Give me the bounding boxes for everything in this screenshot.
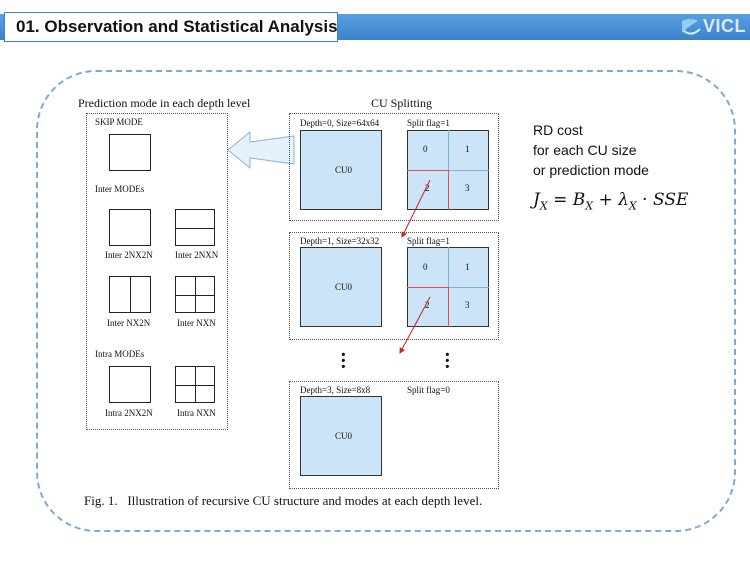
quad-3: 3 (465, 300, 470, 310)
vicl-logo-icon (682, 19, 701, 35)
depth0-cu-block (300, 130, 382, 210)
inter-2nxn-block (175, 209, 215, 246)
formula-j: J (533, 190, 540, 210)
inter-2nx2n-block (109, 209, 151, 246)
formula-sse: SSE (652, 190, 689, 210)
rd-cost-line-2: for each CU size (533, 142, 637, 158)
formula-b: B (572, 190, 586, 210)
quad-highlight (448, 287, 449, 327)
intra-nxn-block (175, 366, 215, 403)
formula-lambda: λ (618, 190, 629, 210)
rd-cost-formula: JX = BX + λX · SSE (533, 190, 689, 213)
formula-j-sub: X (539, 199, 548, 213)
inter-modes-label: Inter MODEs (95, 184, 145, 194)
quad-1: 1 (465, 262, 470, 272)
depth0-cu-label: CU0 (335, 165, 353, 175)
rd-cost-line-3: or prediction mode (533, 162, 649, 178)
quad-divider (448, 130, 449, 170)
intra-2nx2n-label: Intra 2NX2N (105, 408, 153, 418)
depth3-label: Depth=3, Size=8x8 (300, 385, 371, 395)
quad-highlight (448, 170, 449, 210)
depth0-box (289, 113, 499, 221)
split-line (195, 277, 196, 312)
inter-2nxn-label: Inter 2NXN (175, 250, 219, 260)
quad-3: 3 (465, 183, 470, 193)
split-arrows-icon (399, 179, 431, 354)
figure-outline (36, 70, 736, 532)
quad-divider (448, 287, 489, 288)
quad-2: 2 (425, 183, 430, 193)
skip-mode-block (109, 134, 151, 171)
depth1-split-label: Split flag=1 (407, 236, 450, 246)
skip-mode-label: SKIP MODE (95, 117, 143, 127)
inter-nx2n-label: Inter NX2N (107, 318, 151, 328)
depth1-box (289, 232, 499, 340)
logo-text: VICL (703, 16, 747, 36)
cu-splitting-title: CU Splitting (371, 96, 433, 110)
depth3-box (289, 381, 499, 489)
inter-nxn-block (175, 276, 215, 313)
figure-caption: Fig. 1. Illustration of recursive CU str… (84, 493, 483, 508)
inter-2nx2n-label: Inter 2NX2N (105, 250, 153, 260)
depth0-split-label: Split flag=1 (407, 118, 450, 128)
depth3-split-label: Split flag=0 (407, 385, 450, 395)
quad-2: 2 (425, 300, 430, 310)
quad-0: 0 (423, 144, 428, 154)
depth3-cu-block (300, 396, 382, 476)
quad-highlight (407, 287, 448, 288)
quad-0: 0 (423, 262, 428, 272)
formula-lambda-sub: X (628, 199, 637, 213)
slide-title: 01. Observation and Statistical Analysis (16, 17, 338, 36)
continuation-dots-icon: ··· (340, 344, 347, 378)
inter-nx2n-block (109, 276, 151, 313)
intra-2nx2n-block (109, 366, 151, 403)
mode-arrow-icon (227, 130, 295, 170)
rd-cost-line-1: RD cost (533, 122, 583, 138)
depth0-label: Depth=0, Size=64x64 (300, 118, 380, 128)
intra-nxn-label: Intra NXN (177, 408, 216, 418)
depth1-cu-block (300, 247, 382, 327)
depth1-cu-label: CU0 (335, 282, 353, 292)
depth3-cu-label: CU0 (335, 431, 353, 441)
header-title-box (4, 12, 338, 42)
modes-title: Prediction mode in each depth level (78, 96, 251, 110)
quad-divider (448, 247, 449, 287)
modes-panel: SKIP MODE Inter MODEs Inter 2NX2N Inter … (86, 113, 228, 430)
intra-modes-label: Intra MODEs (95, 349, 145, 359)
depth1-label: Depth=1, Size=32x32 (300, 236, 380, 246)
split-line (130, 277, 131, 312)
split-line (176, 228, 214, 229)
quad-highlight (407, 170, 448, 171)
inter-nxn-label: Inter NXN (177, 318, 216, 328)
quad-1: 1 (465, 144, 470, 154)
quad-divider (448, 170, 489, 171)
split-line (195, 367, 196, 402)
formula-b-sub: X (585, 199, 594, 213)
continuation-dots-icon: ··· (444, 344, 451, 378)
